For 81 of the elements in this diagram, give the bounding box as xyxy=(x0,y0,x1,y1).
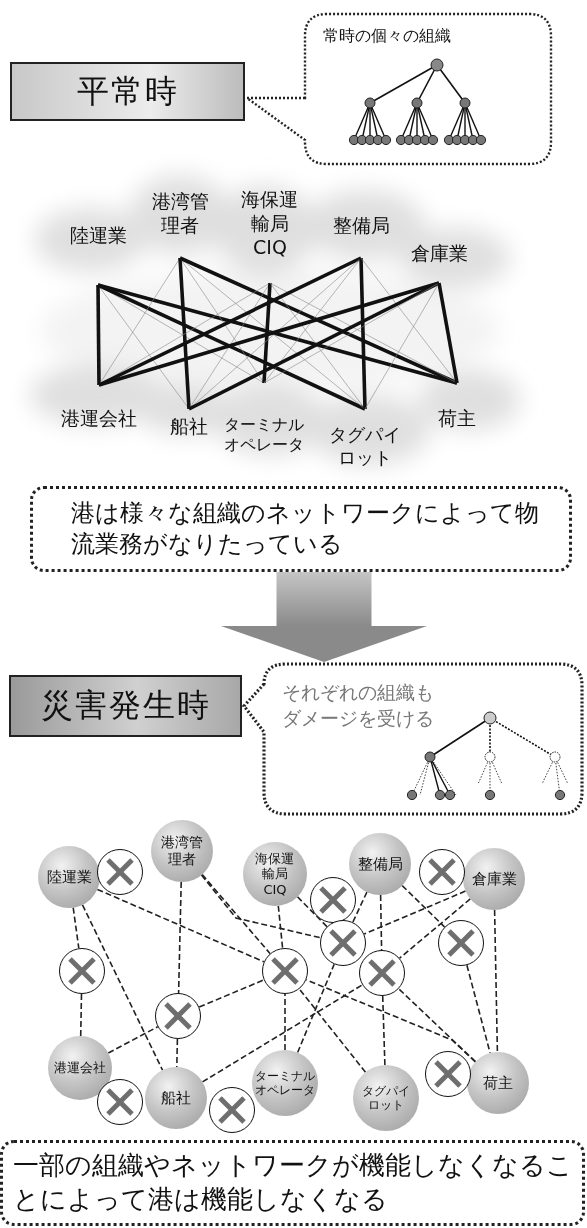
connector-line xyxy=(97,283,366,411)
failed-node-circle xyxy=(262,948,308,994)
organization-label: 海保運輸局CIQ xyxy=(240,188,300,260)
failed-node-circle xyxy=(320,920,366,966)
dashed-connector xyxy=(381,995,386,1066)
organization-circle xyxy=(349,833,411,895)
dashed-connector xyxy=(198,979,265,1008)
connector-line xyxy=(96,285,101,385)
dashed-connector xyxy=(284,993,286,1051)
dashed-connector xyxy=(79,993,83,1037)
dashed-connector xyxy=(397,988,477,1063)
organization-label: 荷主 xyxy=(438,407,476,431)
heading-box: 平常時 xyxy=(10,62,245,121)
dashed-connector xyxy=(466,964,491,1054)
connector-line xyxy=(188,281,440,411)
statement-box xyxy=(0,1140,585,1226)
connector-line xyxy=(178,257,191,410)
connector-line xyxy=(98,256,362,387)
connector-line xyxy=(179,256,458,385)
dashed-connector xyxy=(81,904,164,1071)
dashed-connector xyxy=(401,884,446,928)
statement-box xyxy=(30,486,572,572)
dashed-connector xyxy=(363,890,467,935)
organization-label: 港湾管理者 xyxy=(161,834,203,868)
connector-line xyxy=(263,257,362,384)
callout-bubble xyxy=(242,662,586,818)
organization-label: 船社 xyxy=(170,415,208,439)
organization-label: 荷主 xyxy=(483,1074,513,1092)
dashed-connector xyxy=(493,909,499,1053)
callout-text: 常時の個々の組織 xyxy=(323,26,451,47)
dashed-connector xyxy=(201,873,271,955)
organization-label: 倉庫業 xyxy=(410,242,468,266)
failed-node-circle xyxy=(97,1079,143,1125)
failed-node-circle xyxy=(359,950,405,996)
dashed-connector xyxy=(176,1038,179,1068)
dashed-connector xyxy=(177,881,182,994)
failed-node-circle xyxy=(97,849,143,895)
connector-line xyxy=(269,282,366,410)
connector-line xyxy=(360,257,458,384)
failed-node-circle xyxy=(209,1087,255,1133)
dashed-connector xyxy=(107,1026,159,1054)
organization-label: ターミナルオペレータ xyxy=(255,1068,315,1098)
organization-label: タグパイロット xyxy=(362,1083,410,1113)
heading-box: 災害発生時 xyxy=(9,675,242,737)
organization-label: 船社 xyxy=(161,1089,191,1107)
organization-label: タグパイロット xyxy=(329,424,401,469)
dashed-connector xyxy=(201,984,364,1083)
organization-label: 陸運業 xyxy=(69,224,127,248)
statement-text: 一部の組織やネットワークが機能しなくなることによって港は機能しなくなる xyxy=(13,1149,574,1216)
failed-node-circle xyxy=(425,1051,471,1097)
organization-label: 港湾管理者 xyxy=(151,190,209,238)
dashed-connector xyxy=(296,896,328,928)
failed-node-circle xyxy=(419,849,465,895)
organization-label: 陸運業 xyxy=(46,868,92,886)
failed-node-circle xyxy=(438,920,484,966)
organization-label: 整備局 xyxy=(357,855,403,873)
connector-line xyxy=(437,282,459,384)
callout-text: それぞれの組織もダメージを受ける xyxy=(282,680,435,731)
failed-node-circle xyxy=(155,993,201,1039)
dashed-connector xyxy=(398,898,472,959)
organization-label: 港運会社 xyxy=(61,407,137,431)
dashed-connector xyxy=(200,874,322,939)
callout-bubble xyxy=(245,12,555,168)
dashed-connector xyxy=(296,963,335,1054)
failed-node-circle xyxy=(310,877,356,923)
dashed-connector xyxy=(277,905,284,949)
organization-label: 海保運輸局CIQ xyxy=(254,850,296,898)
failed-node-circle xyxy=(59,948,105,994)
dashed-connector xyxy=(352,891,368,923)
organization-label: 倉庫業 xyxy=(471,870,517,888)
connector-line xyxy=(359,257,367,410)
connector-line xyxy=(364,282,440,410)
organization-label: 整備局 xyxy=(332,214,390,238)
connector-line xyxy=(262,282,272,384)
dashed-connector xyxy=(72,906,80,949)
dashed-connector xyxy=(298,988,367,1073)
dashed-connector xyxy=(96,888,265,963)
organization-circle xyxy=(252,1050,318,1116)
organization-label: 港運会社 xyxy=(54,1060,106,1076)
organization-label: ターミナルオペレータ xyxy=(224,415,304,455)
statement-text: 港は様々な組織のネットワークによって物流業務がなりたっている xyxy=(71,497,539,560)
